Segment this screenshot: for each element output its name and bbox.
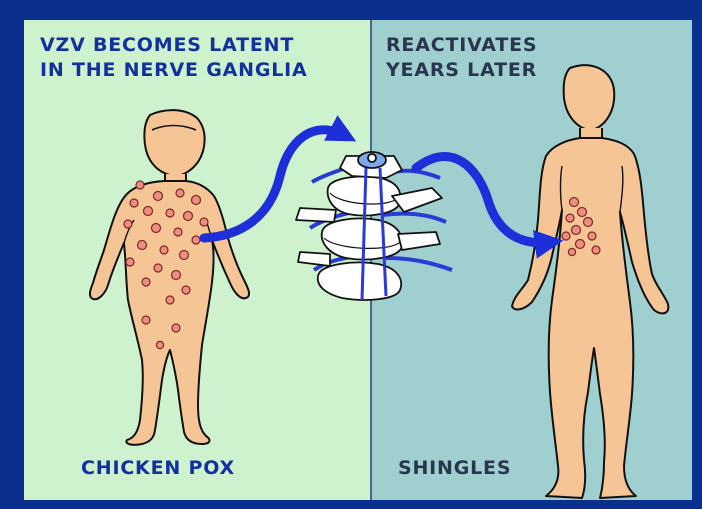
left-title-line2: IN THE NERVE GANGLIA bbox=[40, 58, 308, 83]
left-panel-title: VZV BECOMES LATENT IN THE NERVE GANGLIA bbox=[40, 33, 308, 83]
left-title-line1: VZV BECOMES LATENT bbox=[40, 33, 308, 58]
right-title-line2: YEARS LATER bbox=[386, 58, 537, 83]
chickenpox-label: CHICKEN POX bbox=[81, 456, 235, 481]
right-title-line1: REACTIVATES bbox=[386, 33, 537, 58]
shingles-label: SHINGLES bbox=[398, 456, 511, 481]
right-panel-title: REACTIVATES YEARS LATER bbox=[386, 33, 537, 83]
